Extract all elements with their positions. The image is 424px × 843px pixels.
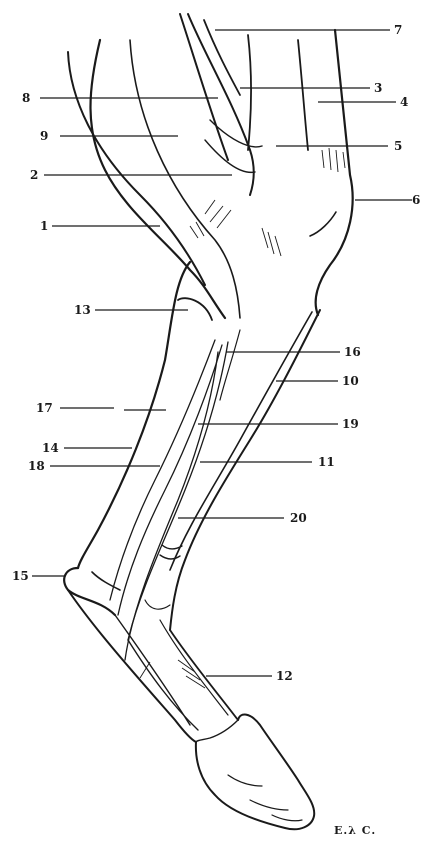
label-17: 17: [36, 401, 53, 415]
label-12: 12: [276, 669, 293, 683]
label-11: 11: [318, 455, 335, 469]
label-4: 4: [400, 95, 408, 109]
artist-signature: E.λ C.: [334, 824, 376, 837]
label-16: 16: [344, 345, 361, 359]
label-14: 14: [42, 441, 59, 455]
label-3: 3: [374, 81, 382, 95]
label-7: 7: [394, 23, 402, 37]
label-9: 9: [40, 129, 48, 143]
label-6: 6: [412, 193, 420, 207]
hatching-upper: [190, 148, 345, 256]
label-2: 2: [30, 168, 38, 182]
label-8: 8: [22, 91, 30, 105]
label-20: 20: [290, 511, 307, 525]
label-5: 5: [394, 139, 402, 153]
label-18: 18: [28, 459, 45, 473]
label-15: 15: [12, 569, 29, 583]
label-13: 13: [74, 303, 91, 317]
label-1: 1: [40, 219, 48, 233]
label-19: 19: [342, 417, 359, 431]
label-10: 10: [342, 374, 359, 388]
number-labels: 7 3 8 4 9 5 2 6 1 13 16 10 17 19 14 11 1…: [12, 23, 420, 683]
